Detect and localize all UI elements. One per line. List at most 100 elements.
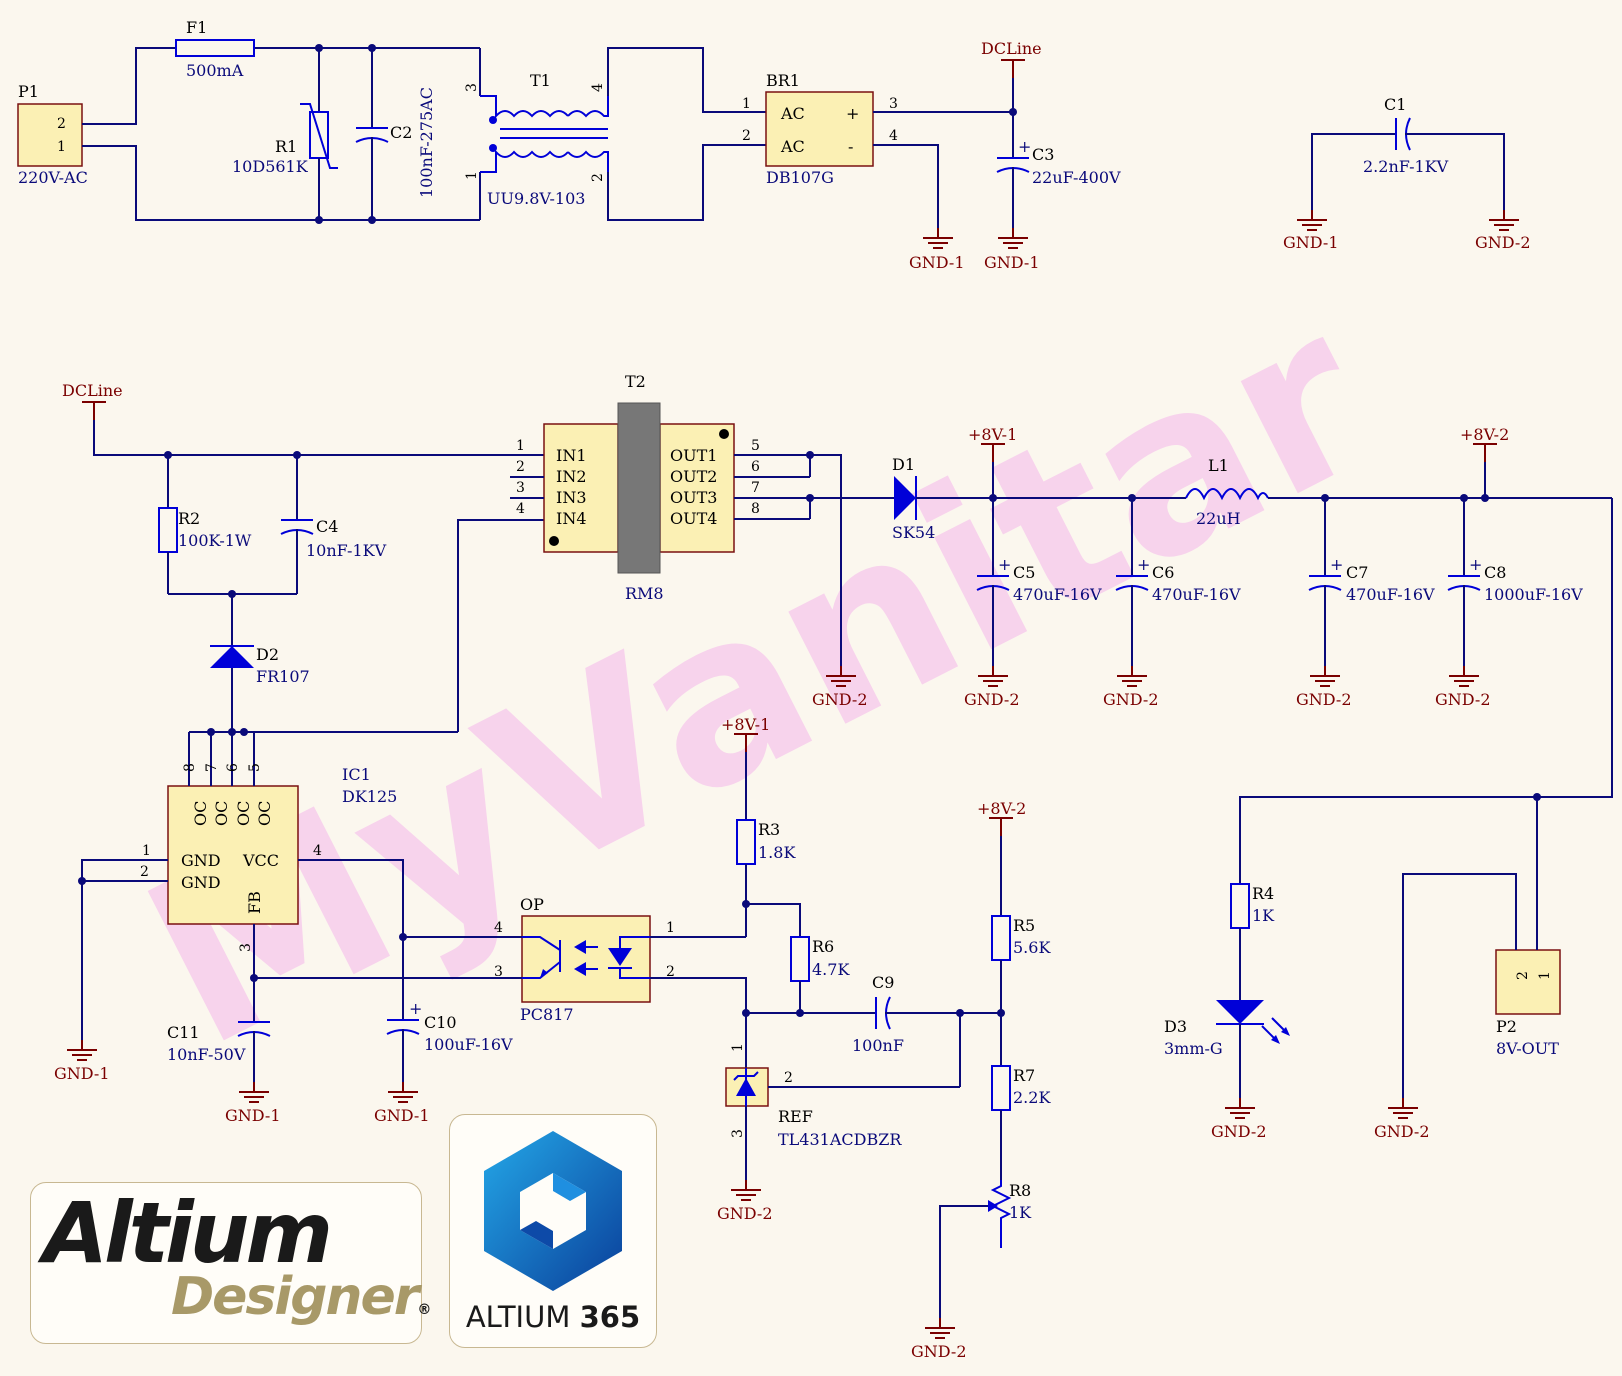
svg-text:C2: C2: [390, 123, 412, 142]
svg-text:GND-2: GND-2: [1103, 690, 1159, 709]
svg-text:C8: C8: [1484, 563, 1506, 582]
svg-text:D3: D3: [1164, 1017, 1187, 1036]
resistor-r2: R2 100K-1W: [158, 455, 252, 594]
svg-text:R7: R7: [1013, 1066, 1035, 1085]
svg-text:VCC: VCC: [242, 851, 279, 870]
led-d3: D3 3mm-G GND-2: [1164, 1000, 1290, 1141]
svg-text:470uF-16V: 470uF-16V: [1346, 585, 1435, 604]
altium-365-wordmark: ALTIUM 365: [465, 1300, 641, 1334]
svg-text:470uF-16V: 470uF-16V: [1152, 585, 1241, 604]
svg-text:R2: R2: [178, 509, 200, 528]
svg-text:6: 6: [751, 459, 760, 475]
svg-text:C3: C3: [1032, 145, 1054, 164]
svg-text:GND-2: GND-2: [1475, 233, 1531, 252]
svg-text:GND-2: GND-2: [812, 690, 868, 709]
svg-text:AC: AC: [780, 137, 805, 156]
transformer-t1: 3 1 4 2 T1 UU9.8V-103: [464, 47, 766, 221]
svg-text:OUT2: OUT2: [670, 467, 717, 486]
svg-text:6: 6: [225, 763, 241, 772]
svg-text:2: 2: [140, 864, 149, 880]
svg-text:5: 5: [247, 763, 263, 772]
svg-text:2: 2: [784, 1070, 793, 1086]
resistor-r4: R4 1K: [1230, 883, 1275, 1000]
svg-text:10D561K: 10D561K: [232, 157, 309, 176]
altium-wordmark: Altium: [43, 1184, 333, 1282]
svg-text:4: 4: [516, 501, 525, 517]
svg-text:3: 3: [238, 943, 254, 952]
svg-text:T2: T2: [625, 372, 646, 391]
capacitor-c1: C1 2.2nF-1KV GND-1 GND-2: [1283, 95, 1531, 252]
capacitor-c5: + C5 470uF-16V GND-2: [964, 498, 1102, 709]
capacitor-c2: C2 100nF-275AC: [355, 48, 436, 220]
svg-text:P1: P1: [18, 82, 39, 101]
svg-text:OC: OC: [212, 801, 231, 826]
svg-text:100nF: 100nF: [852, 1036, 904, 1055]
svg-text:F1: F1: [186, 18, 207, 37]
resistor-r7: R7 2.2K: [991, 1065, 1051, 1180]
svg-text:4: 4: [313, 843, 322, 859]
resistor-r5: R5 5.6K: [991, 915, 1051, 1066]
svg-text:GND-1: GND-1: [1283, 233, 1339, 252]
svg-text:IN4: IN4: [556, 509, 587, 528]
svg-text:2.2K: 2.2K: [1013, 1088, 1051, 1107]
svg-text:GND-2: GND-2: [1435, 690, 1491, 709]
diode-d2: D2 FR107: [210, 594, 310, 732]
svg-text:1: 1: [464, 171, 480, 180]
svg-text:P2: P2: [1496, 1017, 1517, 1036]
net-8v1-top: +8V-1: [968, 425, 1017, 502]
svg-text:+: +: [1018, 137, 1031, 156]
svg-text:IC1: IC1: [342, 765, 371, 784]
svg-text:FR107: FR107: [256, 667, 310, 686]
svg-text:D2: D2: [256, 645, 279, 664]
connector-p2: 2 1 P2 8V-OUT GND-2: [1374, 797, 1561, 1141]
svg-text:500mA: 500mA: [186, 61, 244, 80]
svg-text:R8: R8: [1009, 1181, 1031, 1200]
svg-text:DCLine: DCLine: [62, 381, 123, 400]
ground-c3: GND-1: [984, 227, 1040, 272]
net-8v2-divider: +8V-2: [977, 799, 1026, 916]
svg-text:BR1: BR1: [766, 71, 800, 90]
svg-text:IN3: IN3: [556, 488, 587, 507]
svg-text:+: +: [846, 104, 859, 123]
svg-text:GND-2: GND-2: [1296, 690, 1352, 709]
diode-d1: D1 SK54: [810, 455, 1186, 542]
ground-br1: GND-1: [909, 227, 965, 272]
svg-text:5: 5: [751, 438, 760, 454]
svg-text:4: 4: [494, 920, 503, 936]
svg-text:1: 1: [142, 843, 151, 859]
svg-text:2.2nF-1KV: 2.2nF-1KV: [1363, 157, 1449, 176]
svg-text:DCLine: DCLine: [981, 39, 1042, 58]
svg-text:3: 3: [730, 1129, 746, 1138]
svg-text:GND-1: GND-1: [374, 1106, 430, 1125]
capacitor-c8: + C8 1000uF-16V GND-2: [1435, 494, 1583, 709]
svg-text:10nF-1KV: 10nF-1KV: [306, 541, 387, 560]
svg-text:8: 8: [751, 501, 760, 517]
svg-text:R1: R1: [275, 137, 297, 156]
capacitor-c7: + C7 470uF-16V GND-2: [1296, 494, 1435, 709]
altium-designer-logo: Altium Designer®: [30, 1182, 431, 1344]
net-dcline-top: DCLine: [981, 39, 1042, 112]
svg-text:C10: C10: [424, 1013, 457, 1032]
svg-text:UU9.8V-103: UU9.8V-103: [487, 189, 585, 208]
designer-wordmark: Designer®: [171, 1267, 431, 1327]
svg-text:L1: L1: [1208, 456, 1229, 475]
svg-text:2: 2: [1515, 971, 1531, 980]
connector-p1: 2 1 P1 220V-AC: [17, 82, 88, 187]
net-dcline-left: DCLine: [62, 381, 544, 459]
svg-text:1: 1: [730, 1043, 746, 1052]
svg-text:C7: C7: [1346, 563, 1368, 582]
resistor-r3: R3 1.8K: [736, 819, 796, 937]
svg-text:1K: 1K: [1009, 1203, 1032, 1222]
svg-text:REF: REF: [778, 1107, 813, 1126]
svg-text:IN1: IN1: [556, 446, 587, 465]
svg-text:OC: OC: [234, 801, 253, 826]
svg-text:+: +: [998, 555, 1011, 574]
svg-text:GND-2: GND-2: [964, 690, 1020, 709]
svg-text:3: 3: [464, 83, 480, 92]
svg-text:1000uF-16V: 1000uF-16V: [1484, 585, 1583, 604]
potentiometer-r8: R8 1K GND-2: [911, 1180, 1032, 1361]
svg-text:+8V-1: +8V-1: [721, 715, 770, 734]
svg-text:1: 1: [1537, 971, 1553, 980]
svg-text:TL431ACDBZR: TL431ACDBZR: [778, 1130, 902, 1149]
svg-text:1: 1: [742, 96, 751, 112]
